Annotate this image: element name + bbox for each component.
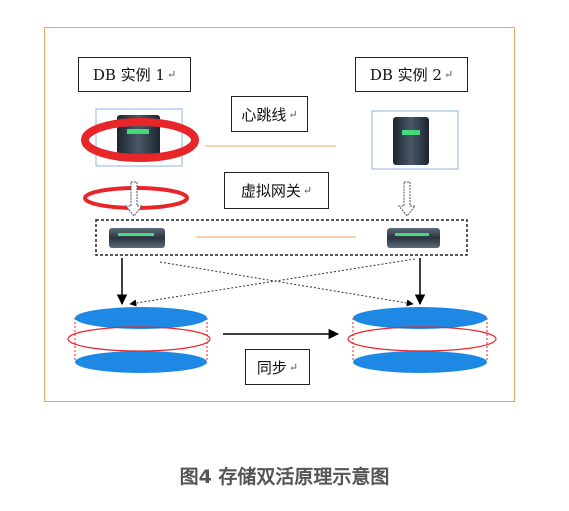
switch2-to-storage1-arrow — [129, 258, 416, 307]
diagram-frame — [44, 27, 515, 402]
db2-label-text: DB 实例 2 — [369, 66, 442, 84]
switch1-icon — [109, 228, 165, 248]
db1-down-arrow — [124, 181, 144, 217]
return-mark-icon: ↵ — [166, 68, 177, 81]
return-mark-icon: ↵ — [288, 360, 299, 374]
db2-server-icon — [371, 110, 459, 170]
return-mark-icon: ↵ — [443, 68, 454, 81]
heartbeat-label: 心跳线↵ — [231, 96, 308, 132]
storage1-disk-icon — [67, 307, 211, 373]
sync-label: 同步↵ — [245, 349, 310, 385]
return-mark-icon: ↵ — [288, 107, 298, 121]
heartbeat-label-text: 心跳线 — [241, 105, 287, 124]
switch2-icon — [387, 228, 440, 248]
sync-label-text: 同步 — [256, 358, 287, 377]
storage2-disk-icon — [347, 307, 497, 373]
figure-caption: 图4 存储双活原理示意图 — [179, 466, 390, 488]
return-mark-icon: ↵ — [302, 184, 313, 197]
db1-label-text: DB 实例 1 — [92, 66, 165, 84]
db2-label: DB 实例 2↵ — [355, 57, 468, 92]
db1-highlight-ring — [81, 118, 199, 162]
vip-label-text: 虚拟网关 — [240, 182, 301, 200]
db1-label: DB 实例 1↵ — [78, 57, 191, 92]
vip-label: 虚拟网关↵ — [224, 172, 329, 209]
db2-down-arrow — [397, 181, 417, 217]
switch1-to-storage2-arrow — [159, 261, 414, 307]
switch-group-box — [95, 219, 468, 256]
